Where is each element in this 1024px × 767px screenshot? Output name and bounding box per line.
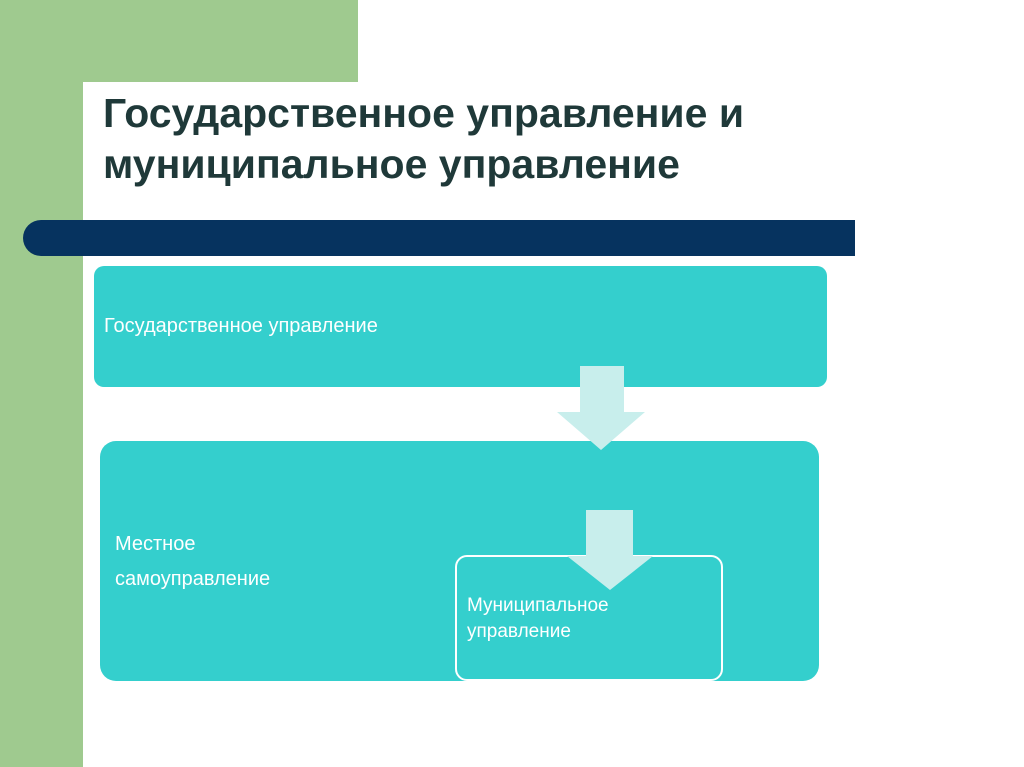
state-management-box: Государственное управление <box>94 266 827 387</box>
title-divider-bar <box>23 220 855 256</box>
left-accent-band <box>0 0 83 767</box>
slide-title-line-2: муниципальное управление <box>103 141 680 187</box>
local-self-government-label: Местное самоуправление <box>115 527 270 597</box>
local-self-government-label-line-1: Местное <box>115 533 196 555</box>
slide-title-line-1: Государственное управление и <box>103 90 745 136</box>
local-self-government-label-line-2: самоуправление <box>115 568 271 590</box>
municipal-management-label-line-2: управление <box>467 621 571 642</box>
top-accent-band <box>83 0 358 82</box>
state-management-label: Государственное управление <box>104 315 378 337</box>
slide-title: Государственное управление и муниципальн… <box>103 88 963 190</box>
down-arrow-icon <box>557 366 645 450</box>
down-arrow-icon <box>567 510 653 590</box>
municipal-management-label-line-1: Муниципальное <box>467 595 609 616</box>
municipal-management-box: Муниципальное управление <box>455 555 723 681</box>
